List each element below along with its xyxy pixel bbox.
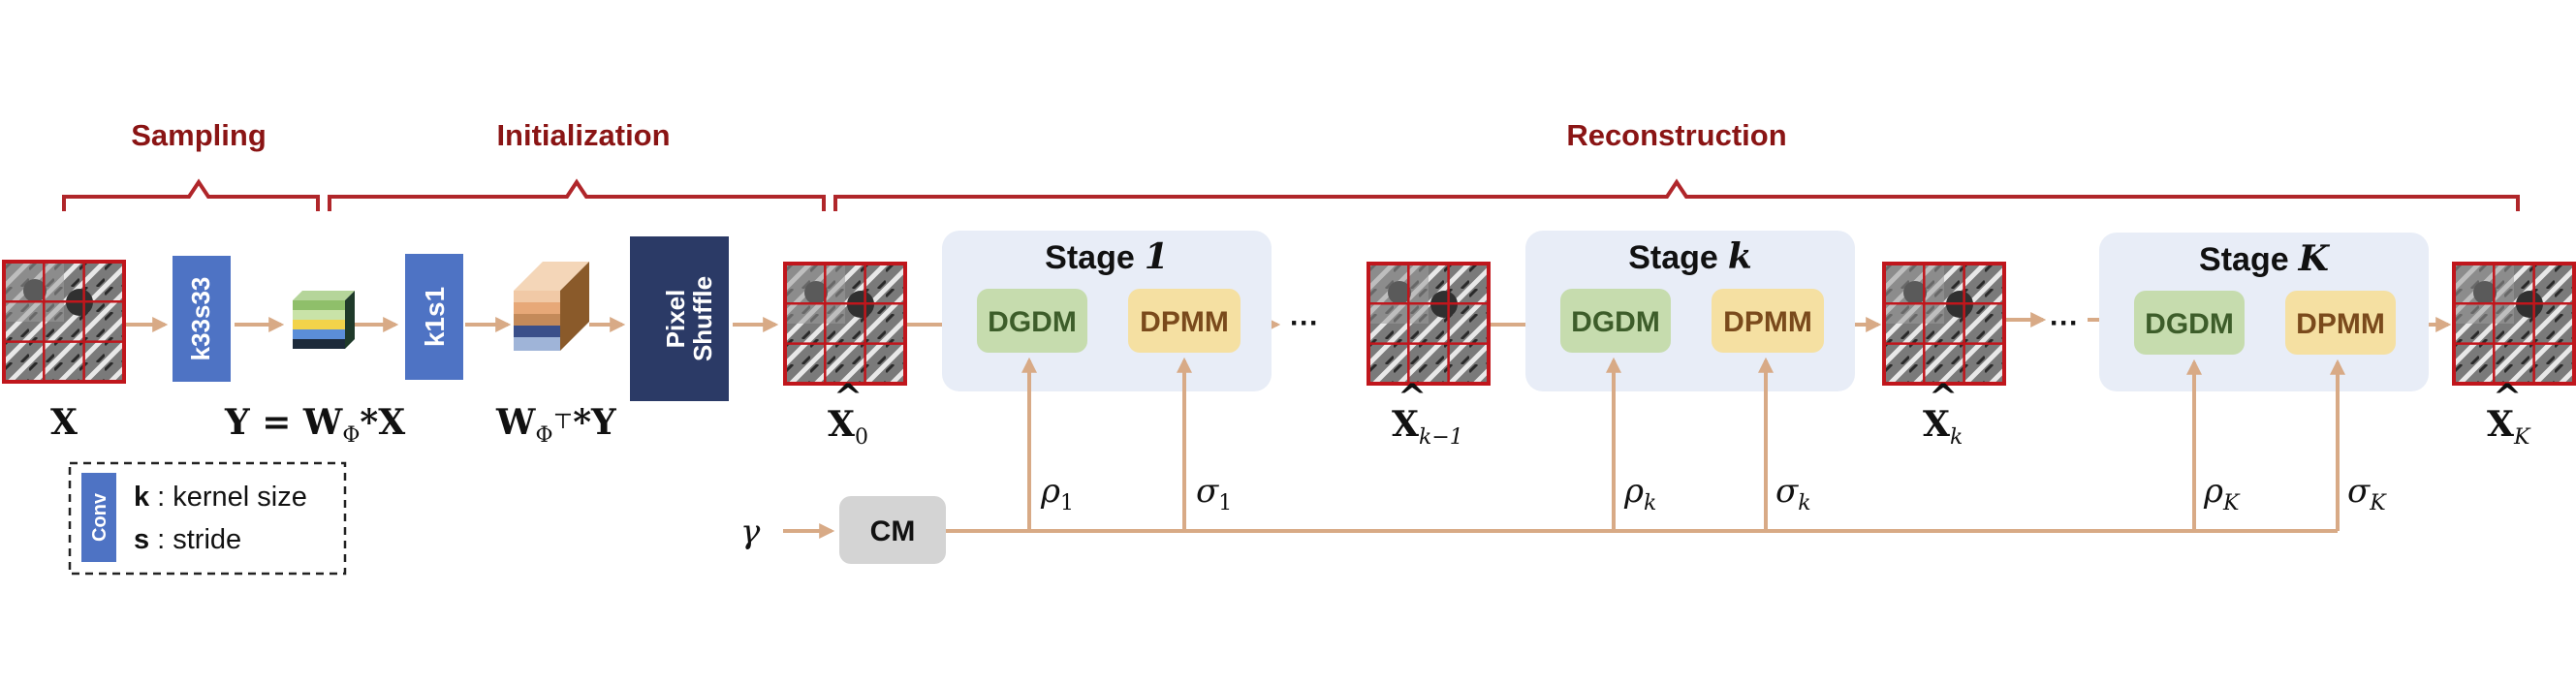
hat-mark: ^ bbox=[2493, 377, 2522, 418]
stage-K-dpmm-label: DPMM bbox=[2296, 308, 2385, 340]
rho-K-label: ρK bbox=[2203, 472, 2241, 515]
ellipsis-2: ··· bbox=[2050, 307, 2079, 339]
label-y-equation: Y = WΦ*X bbox=[224, 402, 405, 448]
legend: Conv k: kernel size s: stride bbox=[68, 461, 347, 576]
legend-kernel-size: k: kernel size bbox=[134, 482, 307, 513]
stage-1-dpmm-label: DPMM bbox=[1140, 306, 1229, 338]
stage-k-dgdm bbox=[1560, 289, 1671, 353]
rho-k-label: ρk bbox=[1623, 472, 1656, 515]
brace-initialization bbox=[328, 178, 826, 211]
stage-K-dgdm-label: DGDM bbox=[2145, 308, 2234, 340]
stage-1-dgdm-label: DGDM bbox=[988, 306, 1077, 338]
legend-conv-label: Conv bbox=[89, 492, 110, 542]
svg-text:K: K bbox=[2513, 425, 2531, 450]
brace-sampling bbox=[62, 178, 320, 211]
sigma-1-label: σ1 bbox=[1196, 472, 1232, 515]
cm-block bbox=[839, 496, 946, 564]
hat-mark: ^ bbox=[833, 377, 863, 418]
pixel-shuffle-block bbox=[630, 236, 729, 401]
sigma-K-label: σK bbox=[2347, 472, 2387, 515]
svg-text:k−1: k−1 bbox=[1419, 425, 1463, 450]
svg-text:k: k bbox=[1950, 425, 1963, 450]
init-conv-block bbox=[405, 254, 463, 380]
stage-k-dpmm bbox=[1712, 289, 1824, 353]
svg-text:X: X bbox=[1392, 404, 1419, 445]
label-xhat-k-minus-1: X ^ k−1 bbox=[1392, 377, 1463, 450]
rho-1-label: ρ1 bbox=[1040, 472, 1074, 515]
stage-K-dpmm bbox=[2285, 291, 2396, 355]
control-flow-lines bbox=[783, 357, 2345, 539]
sigma-k-label: σk bbox=[1775, 472, 1811, 515]
label-xhat-0: X ^ 0 bbox=[828, 377, 868, 450]
gamma-symbol: γ bbox=[740, 513, 761, 551]
label-xhat-K: X ^ K bbox=[2487, 377, 2531, 450]
legend-stride: s: stride bbox=[134, 524, 241, 555]
stage-1-dpmm bbox=[1128, 289, 1241, 353]
image-xhat-k bbox=[1882, 262, 2006, 386]
measurement-tensor bbox=[293, 291, 355, 349]
stage-K-dgdm bbox=[2134, 291, 2245, 355]
sampling-conv-label: k33s33 bbox=[186, 277, 215, 361]
svg-text:X: X bbox=[2487, 404, 2514, 445]
legend-box bbox=[68, 461, 347, 576]
stage-k-dpmm-label: DPMM bbox=[1723, 306, 1812, 338]
image-xhat-0 bbox=[783, 262, 907, 386]
label-xhat-k: X ^ k bbox=[1923, 377, 1963, 450]
stage-1-dgdm bbox=[977, 289, 1087, 353]
hat-mark: ^ bbox=[1398, 377, 1427, 418]
cm-label: CM bbox=[870, 515, 916, 547]
initialized-tensor bbox=[514, 262, 589, 351]
pixel-shuffle-label-line2: Shuffle bbox=[688, 276, 717, 361]
stage-k-dgdm-label: DGDM bbox=[1571, 306, 1660, 338]
section-label-reconstruction: Reconstruction bbox=[1566, 118, 1786, 152]
label-wt-y: WΦ⊤*Y bbox=[495, 402, 617, 448]
init-conv-label: k1s1 bbox=[420, 287, 450, 347]
brace-reconstruction bbox=[833, 178, 2520, 211]
input-image bbox=[2, 260, 126, 384]
label-x: X bbox=[50, 402, 78, 443]
svg-text:X: X bbox=[828, 404, 855, 445]
section-label-sampling: Sampling bbox=[131, 118, 267, 152]
image-xhat-K bbox=[2452, 262, 2576, 386]
pixel-shuffle-label-line1: Pixel bbox=[661, 290, 690, 349]
legend-conv-swatch bbox=[81, 473, 116, 562]
svg-text:0: 0 bbox=[855, 425, 868, 450]
hat-mark: ^ bbox=[1929, 377, 1958, 418]
sampling-conv-block bbox=[173, 256, 231, 382]
image-xhat-k-minus-1 bbox=[1367, 262, 1491, 386]
svg-text:X: X bbox=[1923, 404, 1950, 445]
section-label-initialization: Initialization bbox=[496, 118, 670, 152]
ellipsis-1: ··· bbox=[1290, 307, 1319, 339]
